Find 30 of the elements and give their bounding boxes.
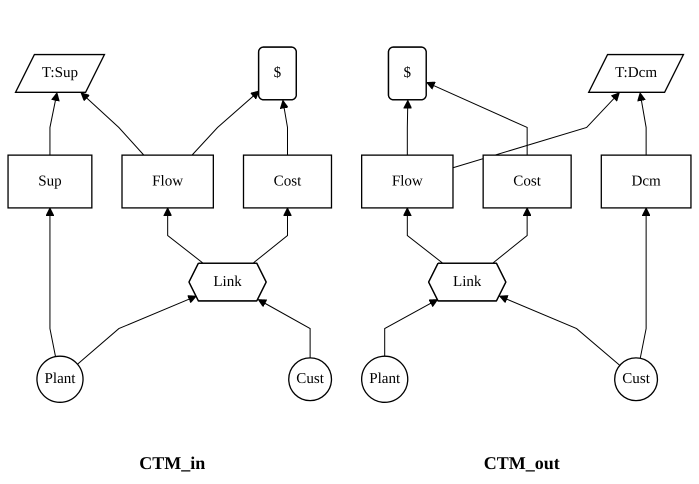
arrow: [640, 207, 651, 358]
arrow: [49, 92, 60, 155]
arrow: [637, 92, 647, 155]
arrow: [402, 207, 444, 264]
node-circle: Cust: [614, 357, 658, 402]
arrow: [492, 207, 532, 264]
arrow: [46, 207, 56, 357]
node-box: Flow: [121, 154, 214, 208]
arrow: [258, 298, 311, 358]
arrow: [452, 92, 620, 168]
arrow: [384, 298, 438, 356]
node-box: Cost: [242, 154, 332, 208]
arrow: [77, 295, 197, 364]
node-box: Dcm: [600, 154, 692, 208]
node-box: Cost: [482, 154, 572, 208]
node-circle: Plant: [361, 355, 408, 403]
node-box: Flow: [361, 154, 454, 208]
arrow: [192, 90, 260, 156]
arrow: [280, 100, 289, 155]
node-circle: Plant: [36, 355, 84, 403]
arrow: [252, 207, 292, 264]
diagram-caption: CTM_out: [484, 453, 560, 474]
arrow: [80, 92, 144, 156]
node-circle: Cust: [288, 357, 332, 402]
node-box: Sup: [7, 154, 92, 208]
arrow: [426, 81, 528, 155]
arrow: [163, 207, 204, 264]
diagram-caption: CTM_in: [139, 453, 206, 474]
arrow: [499, 294, 620, 366]
arrow: [403, 100, 412, 155]
